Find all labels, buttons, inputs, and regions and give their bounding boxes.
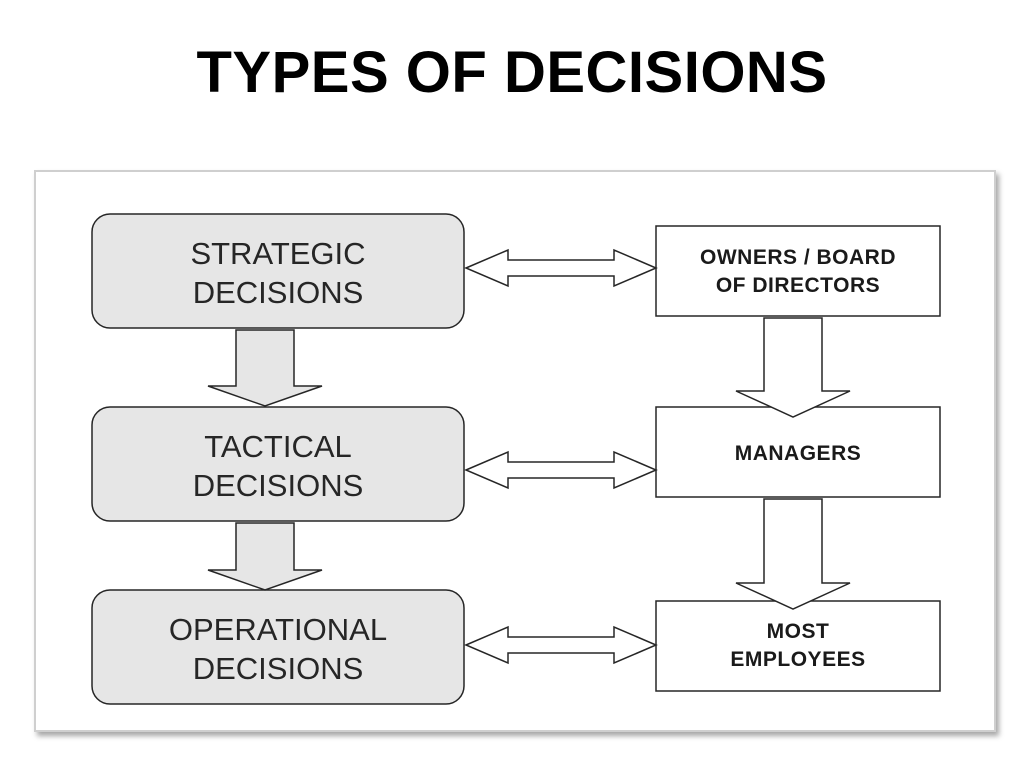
owners-to-managers-arrow [735,317,851,418]
most-employees-label-line1: MOST [767,620,830,643]
strategic-decisions-box [91,213,465,329]
operational-decisions-label-line2: DECISIONS [193,651,364,686]
most-employees-box [655,600,941,692]
tactical-decisions-label-line2: DECISIONS [193,468,364,503]
strategic-decisions-label-line1: STRATEGIC [190,236,365,271]
owners-board-box [655,225,941,317]
strategic-owners-double-arrow [464,248,658,288]
operational-employees-double-arrow [464,625,658,665]
tactical-to-operational-arrow [207,522,323,591]
strategic-decisions-label-line2: DECISIONS [193,275,364,310]
owners-board-label-line2: OF DIRECTORS [716,274,880,297]
operational-decisions-label-line1: OPERATIONAL [169,612,387,647]
owners-board-label-line1: OWNERS / BOARD [700,246,896,269]
tactical-decisions-box [91,406,465,522]
tactical-managers-double-arrow [464,450,658,490]
operational-decisions-box [91,589,465,705]
page-title: TYPES OF DECISIONS [196,40,828,105]
most-employees-label-line2: EMPLOYEES [730,648,865,671]
managers-label: MANAGERS [735,442,862,465]
managers-to-employees-arrow [735,498,851,610]
strategic-to-tactical-arrow [207,329,323,407]
tactical-decisions-label-line1: TACTICAL [204,429,352,464]
